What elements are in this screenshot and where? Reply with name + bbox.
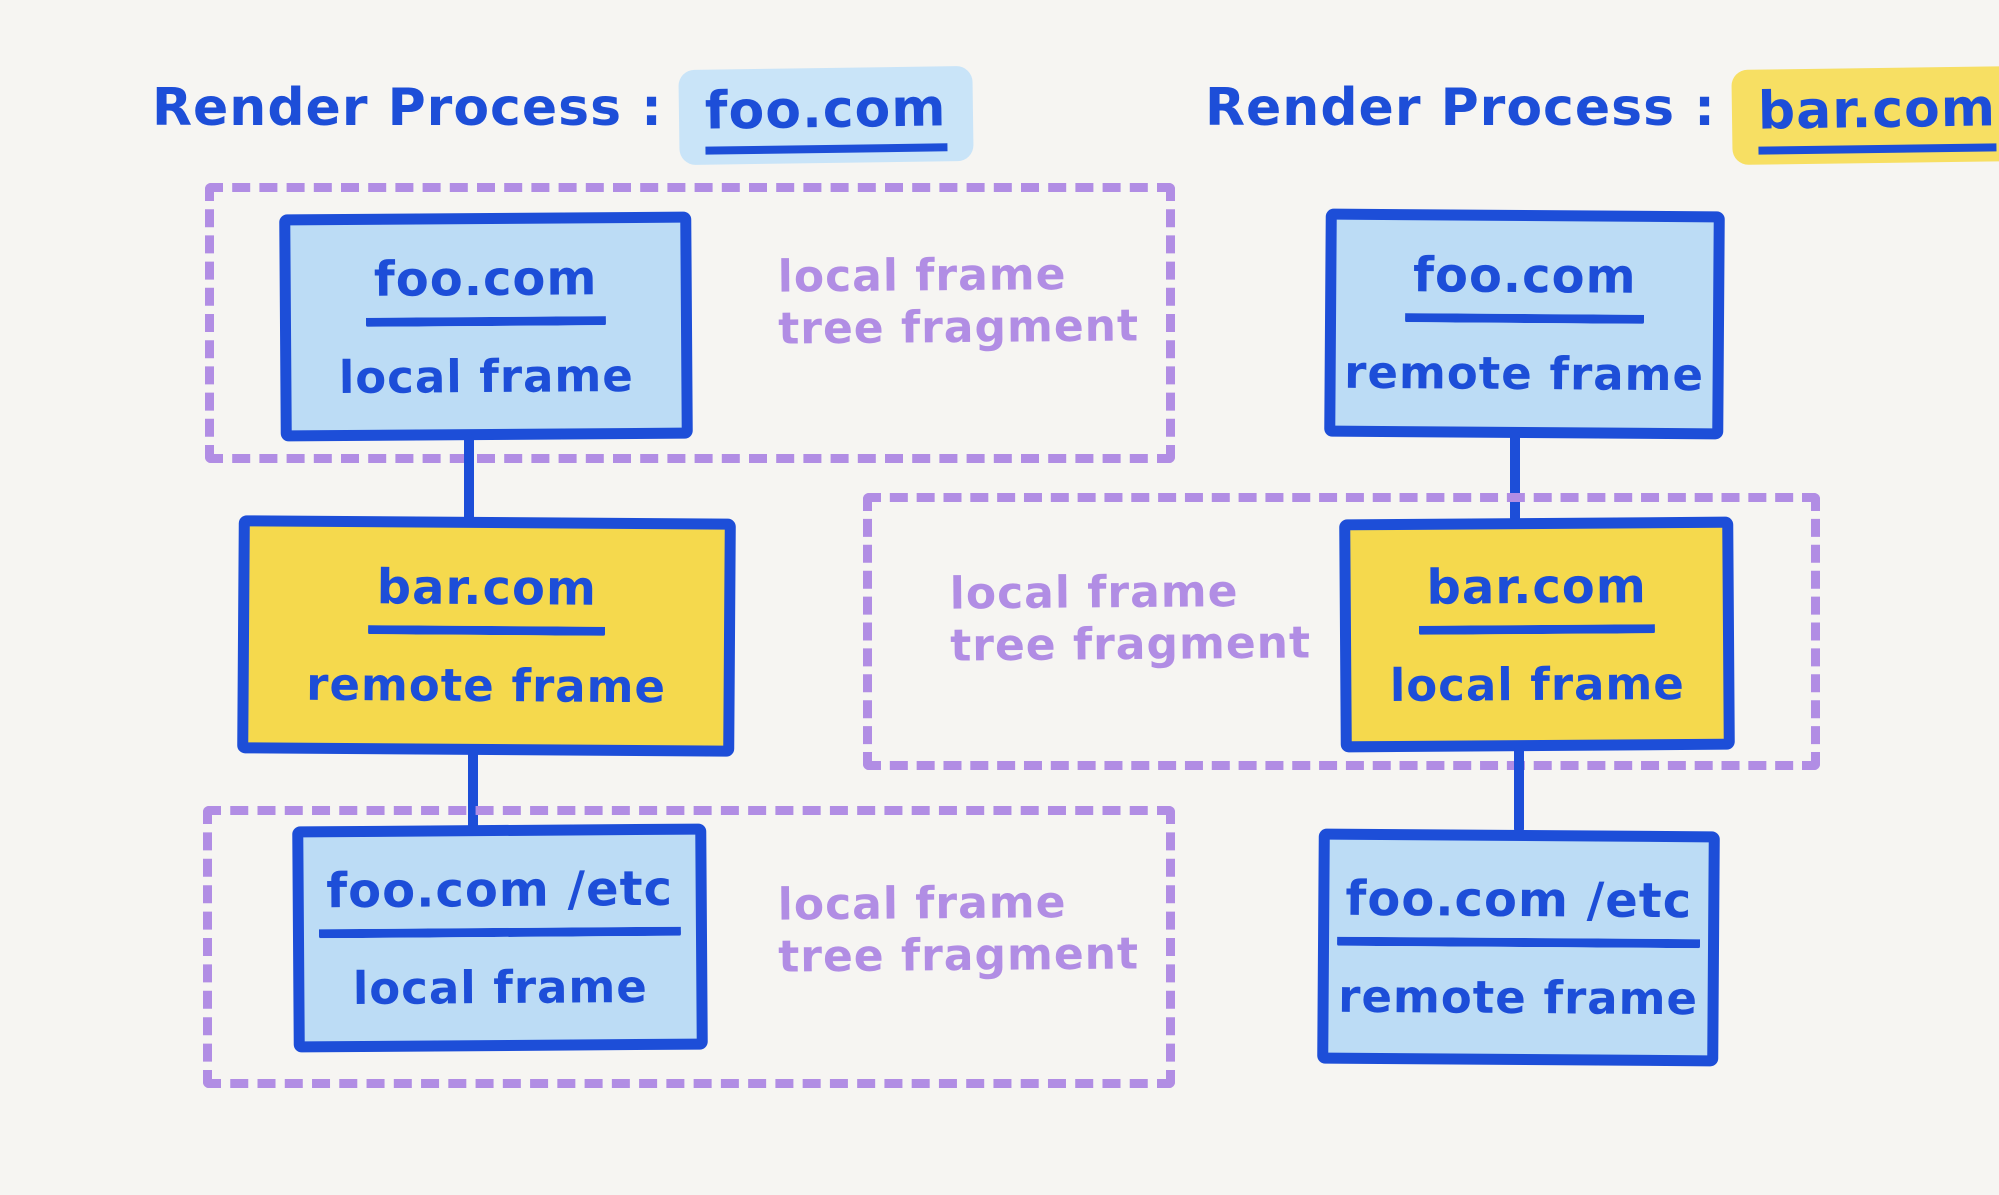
fragment-label-line2: tree fragment (950, 617, 1312, 672)
fragment-label-line1: local frame (949, 566, 1239, 620)
edge-foo-to-bar (464, 434, 474, 522)
node-kind: remote frame (1338, 969, 1699, 1025)
node-bar-remote-frame: bar.com remote frame (237, 515, 736, 757)
fragment-label-line2: tree fragment (778, 300, 1140, 355)
node-domain: foo.com (1404, 247, 1645, 324)
node-domain: bar.com (368, 559, 606, 636)
node-domain: foo.com /etc (1337, 870, 1701, 948)
fragment-label-left-top: local frame tree fragment (778, 248, 1140, 355)
node-foo-remote-frame: foo.com remote frame (1324, 208, 1725, 440)
node-bar-local-frame: bar.com local frame (1339, 516, 1735, 753)
fragment-label-line1: local frame (777, 249, 1067, 303)
node-domain: foo.com (365, 249, 606, 327)
node-kind: local frame (338, 348, 635, 404)
title-prefix: Render Process : (152, 78, 663, 138)
node-kind: remote frame (1344, 345, 1705, 402)
render-process-title-foo: Render Process : foo.com (152, 65, 974, 166)
fragment-label-left-bottom: local frame tree fragment (778, 876, 1140, 983)
fragment-rect-right-middle (863, 493, 1820, 770)
edge-bar-to-fooetc-right (1514, 745, 1524, 833)
edge-bar-to-fooetc (468, 749, 478, 829)
node-fooetc-local-frame: foo.com /etc local frame (292, 823, 708, 1053)
node-domain: bar.com (1418, 557, 1656, 635)
fragment-label-line1: local frame (777, 877, 1067, 931)
bar-com-highlight: bar.com (1731, 65, 1999, 166)
fragment-label-right-middle: local frame tree fragment (950, 565, 1312, 672)
fragment-label-line2: tree fragment (778, 928, 1140, 983)
render-process-title-bar: Render Process : bar.com (1205, 65, 1999, 166)
title-domain-foo: foo.com (704, 78, 948, 155)
title-domain-bar: bar.com (1757, 78, 1997, 155)
node-kind: local frame (352, 959, 649, 1016)
title-prefix: Render Process : (1205, 78, 1716, 138)
node-foo-local-frame: foo.com local frame (279, 211, 693, 442)
fragment-rect-left-top (205, 183, 1175, 463)
edge-foo-to-bar-right (1510, 432, 1520, 522)
node-kind: local frame (1389, 656, 1686, 712)
fragment-rect-left-bottom (203, 806, 1175, 1088)
foo-com-highlight: foo.com (678, 65, 974, 166)
node-kind: remote frame (306, 657, 667, 714)
node-domain: foo.com /etc (318, 860, 682, 939)
node-fooetc-remote-frame: foo.com /etc remote frame (1317, 828, 1720, 1067)
